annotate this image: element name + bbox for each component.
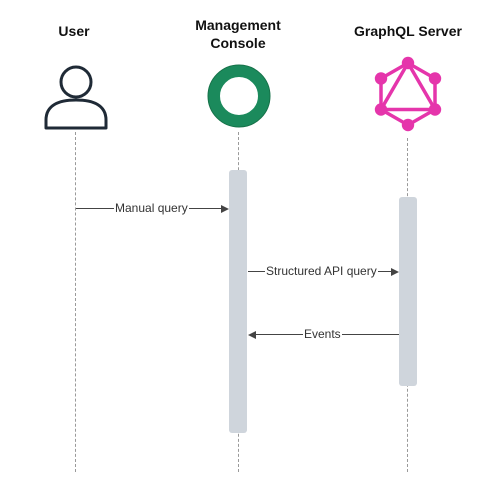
message-label-events: Events bbox=[303, 327, 342, 341]
activation-graphql-server bbox=[399, 197, 417, 386]
arrowhead-events bbox=[248, 331, 256, 339]
actor-title-graphql-server: GraphQL Server bbox=[354, 23, 462, 39]
arrowhead-structured-api-query bbox=[391, 268, 399, 276]
user-icon bbox=[44, 65, 108, 130]
arrowhead-manual-query bbox=[221, 205, 229, 213]
lifeline-user bbox=[75, 132, 76, 472]
actor-title-management-console: Management Console bbox=[195, 17, 281, 51]
activation-management-console bbox=[229, 170, 247, 433]
graphql-icon bbox=[374, 56, 442, 132]
message-label-structured-api-query: Structured API query bbox=[265, 264, 378, 278]
console-ring-icon bbox=[207, 64, 271, 128]
actor-title-user: User bbox=[58, 23, 90, 39]
message-label-manual-query: Manual query bbox=[114, 201, 189, 215]
